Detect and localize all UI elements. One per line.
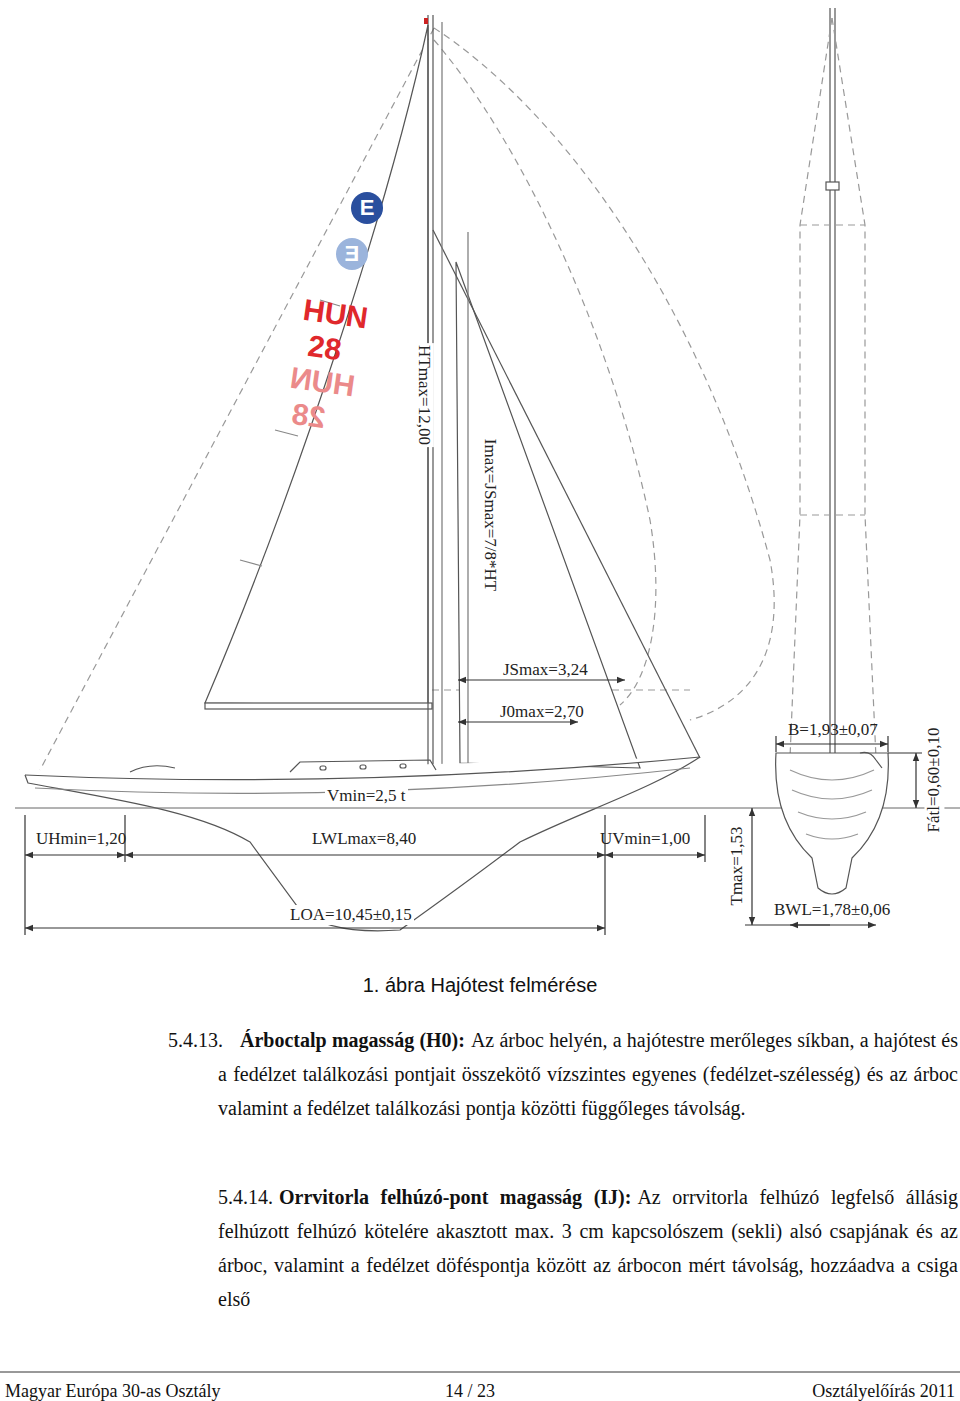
forestay-dimension: Imax=JSmax=7/8*HT [480,437,500,593]
figure-caption: 1. ábra Hajótest felmérése [0,972,960,998]
page-number: 14 / 23 [445,1380,495,1401]
waterline-length-dimension: LWLmax=8,40 [312,829,416,849]
footer-left: Magyar Európa 30-as Osztály [5,1380,220,1401]
section-number: 5.4.14. [218,1186,273,1208]
paragraph: 5.4.13.Árboctalp magasság (H0):Az árboc … [218,1023,958,1125]
stern-overhang-dimension: UHmin=1,20 [36,829,126,849]
sail-letters: HUN [301,294,370,335]
draft-dimension: Tmax=1,53 [726,825,746,908]
overall-length-dimension: LOA=10,45±0,15 [288,905,414,925]
displacement-label: Vmin=2,5 t [325,786,408,806]
bow-overhang-dimension: UVmin=1,00 [600,829,690,849]
class-logo-mirrored: E [336,238,368,270]
class-logo: E [351,192,383,224]
spinnaker-pole-dimension: JSmax=3,24 [503,660,588,680]
paragraph: 5.4.14. Orrvitorla felhúzó-pont magasság … [218,1180,958,1316]
term-heading: Árboctalp magasság (H0): [240,1029,465,1051]
mast-height-dimension: HTmax=12,00 [414,343,434,447]
term-heading: Orrvitorla felhúzó-pont magasság (IJ): [279,1186,631,1208]
sail-number: 28 [306,330,344,366]
freeboard-dimension: Fátl=0,60±0,10 [924,726,944,835]
beam-dimension: B=1,93±0,07 [788,720,878,740]
footer-right: Osztályelőírás 2011 [812,1380,955,1401]
waterline-beam-dimension: BWL=1,78±0,06 [774,900,890,920]
sail-letters-mirrored: HUN [288,362,357,403]
sail-number-mirrored: 28 [290,398,328,434]
section-number: 5.4.13. [168,1023,223,1057]
jib-base-dimension: J0max=2,70 [500,702,584,722]
